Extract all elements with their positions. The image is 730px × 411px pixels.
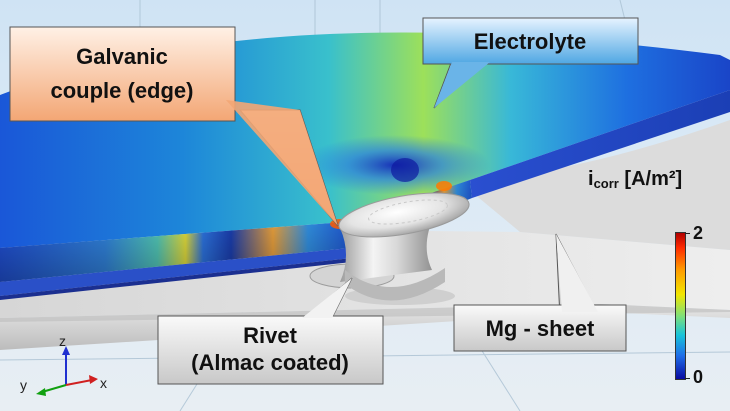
colorbar-subscript: corr [593,176,619,191]
colorbar-min-label: 0 [693,367,704,387]
colorbar-max-label: 2 [693,223,704,243]
galvanic-callout-line1: Galvanic [76,44,168,69]
mg-sheet-callout-label: Mg - sheet [486,316,595,341]
x-axis-label: x [100,375,107,391]
colorbar-title: icorr [A/m²] [588,168,682,191]
rivet-callout: Rivet (Almac coated) [157,277,384,385]
electrolyte-right-face [470,90,730,198]
axis-triad: z y x [20,333,107,396]
rivet-callout-line2: (Almac coated) [191,350,349,375]
z-axis-label: z [59,333,66,349]
x-axis-arrow [65,379,93,386]
mg-sheet-callout: Mg - sheet [453,233,627,352]
rivet [309,192,470,305]
galvanic-couple-callout: Galvanic couple (edge) [9,26,339,227]
electrolyte-callout: Electrolyte [422,17,639,109]
colorbar-max-tick [685,233,690,234]
colorbar-units: [A/m²] [618,168,683,190]
galvanic-callout-line2: couple (edge) [50,78,193,103]
colorbar [675,232,686,380]
y-axis-arrow [41,384,67,393]
rivet-callout-line1: Rivet [243,323,297,348]
electrolyte-callout-label: Electrolyte [474,29,587,54]
colorbar-min-tick [685,378,690,379]
colorbar-symbol: i [588,168,594,190]
y-axis-label: y [20,377,27,393]
